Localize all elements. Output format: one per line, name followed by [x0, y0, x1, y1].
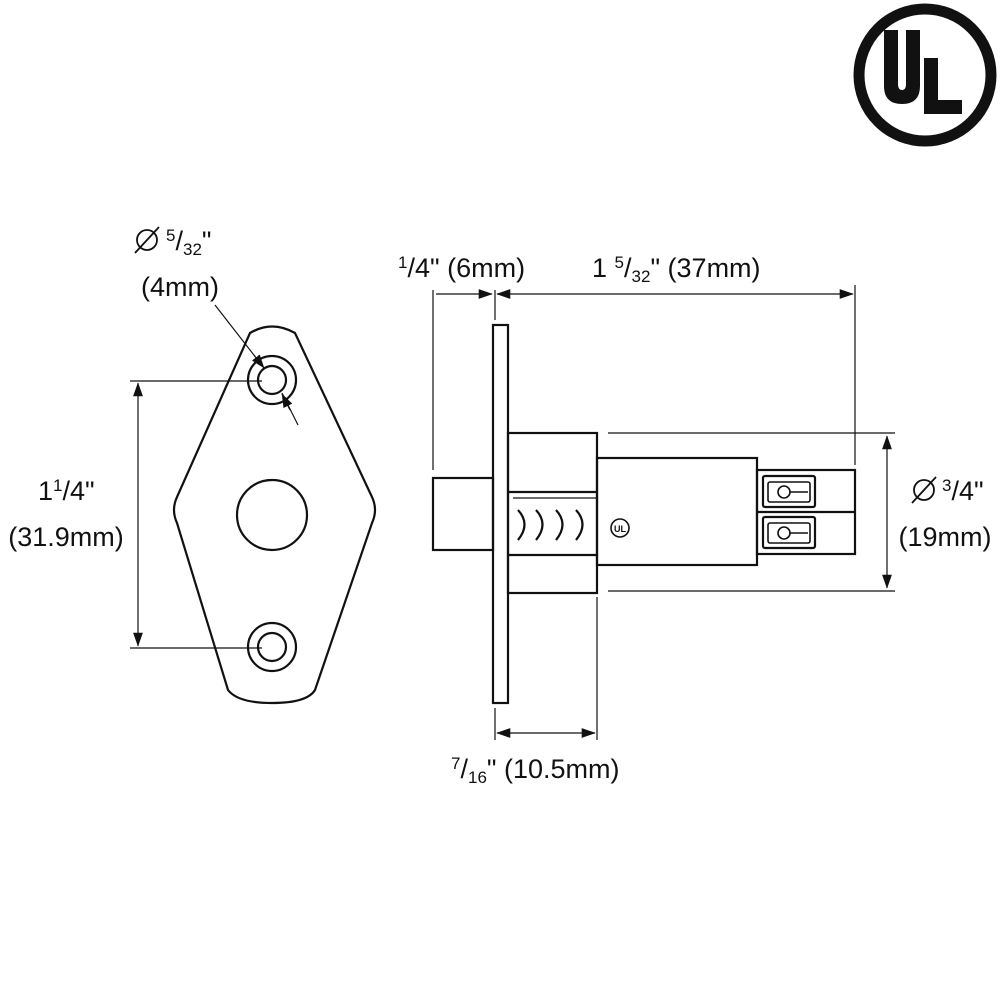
diameter-symbol-icon: [134, 226, 160, 254]
body-length-label: 1 5/32" (37mm): [592, 253, 761, 286]
hole-spacing-mm: (31.9mm): [8, 522, 124, 552]
bolt-tip: [431, 476, 495, 552]
rear-housing: [595, 456, 759, 567]
latch-side-view: UL: [431, 323, 857, 705]
bolt-throw-label: 1/4" (6mm): [398, 253, 525, 283]
svg-text:UL: UL: [614, 524, 626, 534]
hole-diameter-mm: (4mm): [141, 272, 219, 302]
hole-diameter-label: 5/32": [166, 226, 212, 259]
face-plate: [491, 323, 510, 705]
ul-logo: [853, 3, 997, 147]
bottom-screw-hole: [246, 621, 298, 673]
terminal-bottom: [761, 515, 817, 550]
hole-diameter-leader: [214, 304, 299, 426]
spring-coils: [517, 509, 584, 541]
side-view-dimensions: [432, 285, 895, 740]
terminal-top: [761, 474, 817, 509]
body-diameter-mm: (19mm): [899, 522, 992, 552]
mounting-plate-front-view: [172, 325, 377, 705]
hole-spacing-label: 11/4": [38, 476, 95, 506]
body-diameter-label: 3/4": [942, 476, 984, 506]
diameter-symbol-icon: [911, 476, 937, 504]
hole-spacing-dimension: [130, 380, 262, 649]
center-bolt-hole: [235, 478, 309, 552]
top-screw-hole: [246, 354, 298, 406]
plate-outline: [172, 325, 377, 705]
body-ul-mark: UL: [610, 518, 630, 538]
backset-label: 7/16" (10.5mm): [451, 754, 620, 787]
